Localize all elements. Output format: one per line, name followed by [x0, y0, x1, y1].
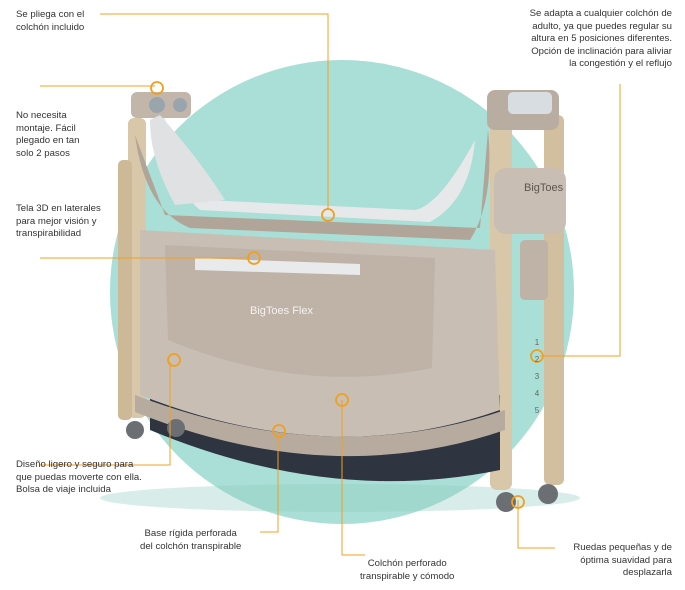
headrest-pad — [150, 115, 225, 205]
callout-lines — [40, 13, 621, 556]
side-print-logo: BigToes Flex — [250, 305, 313, 317]
height-position-4: 4 — [534, 389, 540, 398]
height-scale: 1 2 3 4 5 — [532, 334, 542, 419]
callout-wheels: Ruedas pequeñas y de óptima suavidad par… — [573, 542, 672, 579]
callout-light-safe: Diseño ligero y seguro para que puedas m… — [16, 459, 142, 496]
brand-logo-text: BigToes — [524, 182, 564, 194]
height-position-3: 3 — [534, 372, 540, 381]
floor-shadow — [100, 484, 580, 512]
mesh-strip — [195, 258, 360, 275]
callout-folds-with-mattress: Se pliega con el colchón incluido — [16, 9, 85, 33]
callout-3d-fabric: Tela 3D en laterales para mejor visión y… — [16, 203, 101, 240]
height-position-5: 5 — [534, 406, 540, 415]
left-frame — [118, 92, 191, 420]
brand-logo: BigToes — [524, 182, 563, 194]
side-pouch — [165, 245, 435, 377]
height-position-2: 2 — [534, 355, 540, 364]
lower-rail — [135, 395, 505, 457]
mattress-sheet — [150, 118, 475, 222]
callout-markers — [150, 81, 544, 509]
callout-no-assembly: No necesita montaje. Fácil plegado en ta… — [16, 110, 80, 159]
wheels — [126, 419, 558, 512]
height-position-1: 1 — [534, 338, 540, 347]
callout-adjustable-height: Se adapta a cualquier colchón de adulto,… — [529, 8, 672, 70]
callout-rigid-base: Base rígida perforada del colchón transp… — [140, 528, 242, 552]
callout-perforated-mattress: Colchón perforado transpirable y cómodo — [360, 558, 455, 582]
side-print-text: BigToes Flex — [250, 305, 313, 317]
bassinet-shell — [135, 130, 490, 240]
